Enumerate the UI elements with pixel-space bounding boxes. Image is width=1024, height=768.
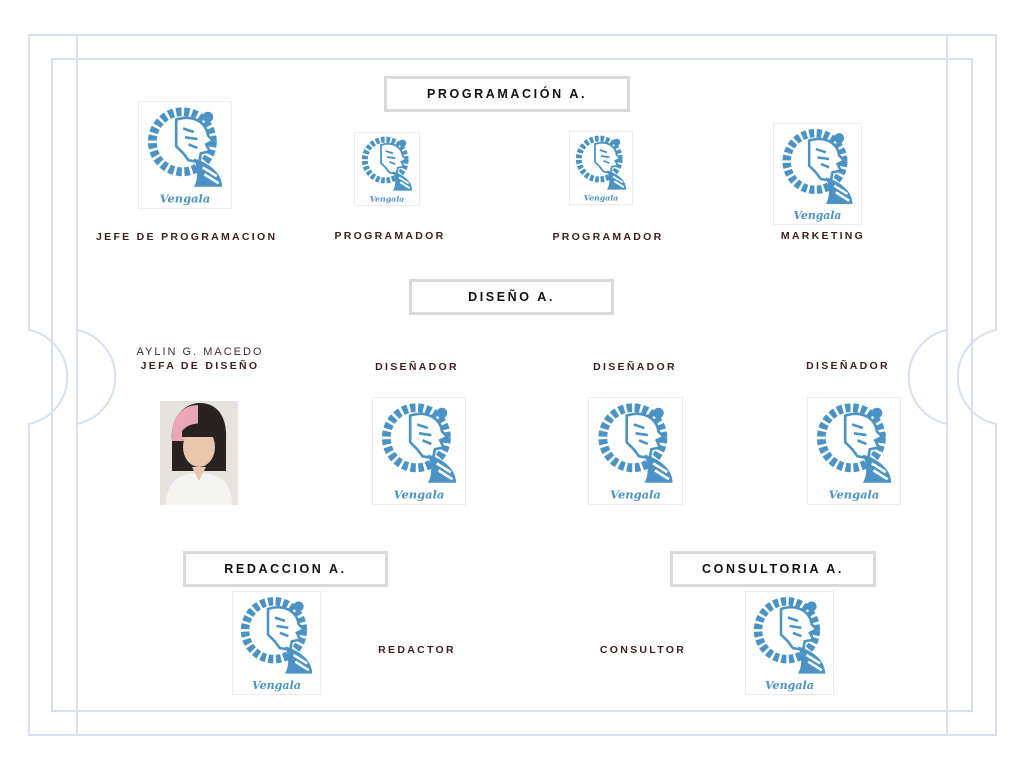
tiger-logo-icon [589, 398, 682, 504]
tiger-logo-icon [808, 398, 900, 504]
vengala-logo [138, 101, 232, 209]
role-jefa-diseno: JEFA DE DISEÑO [140, 360, 260, 372]
tiger-logo-icon [746, 592, 833, 694]
role-programador: PROGRAMADOR [552, 231, 664, 243]
vengala-logo [745, 591, 834, 695]
vengala-logo [569, 131, 633, 205]
vengala-logo [232, 591, 321, 695]
person-photo-icon [160, 401, 238, 505]
role-disenador: DISEÑADOR [593, 361, 677, 373]
profile-photo [160, 401, 238, 505]
tiger-logo-icon [570, 132, 632, 204]
tiger-logo-icon [233, 592, 320, 694]
role-redactor: REDACTOR [378, 644, 456, 656]
vengala-logo [354, 132, 420, 206]
dept-consultoria-box: CONSULTORIA A. [670, 551, 876, 587]
vengala-logo [588, 397, 683, 505]
dept-redaccion-box: REDACCION A. [183, 551, 388, 587]
role-disenador: DISEÑADOR [375, 361, 459, 373]
vengala-logo [372, 397, 466, 505]
tiger-logo-icon [139, 102, 231, 208]
role-programador: PROGRAMADOR [334, 230, 446, 242]
vengala-logo [773, 123, 862, 225]
dept-programacion-box: PROGRAMACIÓN A. [384, 76, 630, 112]
vengala-logo [807, 397, 901, 505]
tiger-logo-icon [774, 124, 861, 224]
role-marketing: MARKETING [780, 230, 866, 242]
dept-diseno-box: DISEÑO A. [409, 279, 614, 315]
role-jefe-programacion: JEFE DE PROGRAMACION [96, 231, 278, 243]
lead-name: AYLIN G. MACEDO [136, 346, 264, 358]
role-disenador: DISEÑADOR [806, 360, 890, 372]
tiger-logo-icon [355, 133, 419, 205]
tiger-logo-icon [373, 398, 465, 504]
role-consultor: CONSULTOR [599, 644, 687, 656]
